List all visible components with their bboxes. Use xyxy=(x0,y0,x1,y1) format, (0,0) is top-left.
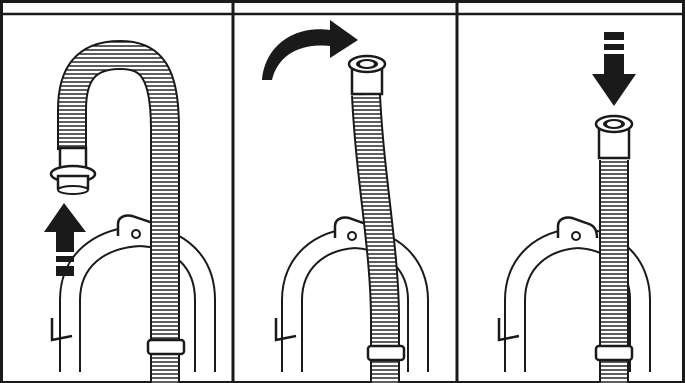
corrugated-hose xyxy=(594,160,634,383)
hose-end-fitting xyxy=(594,114,634,160)
down-arrow-icon xyxy=(592,32,636,106)
hose-bracket xyxy=(497,216,651,372)
up-arrow-icon xyxy=(44,203,86,276)
curved-rotate-arrow-icon xyxy=(262,20,358,80)
panel-step-1 xyxy=(44,39,216,383)
panel-step-2 xyxy=(262,20,429,383)
corrugated-hose xyxy=(57,39,186,383)
hose-end-fitting xyxy=(347,54,387,96)
hose-bracket xyxy=(50,214,216,372)
hose-end-fitting xyxy=(49,146,97,195)
panel-step-3 xyxy=(497,32,651,383)
corrugated-hose xyxy=(351,94,406,383)
